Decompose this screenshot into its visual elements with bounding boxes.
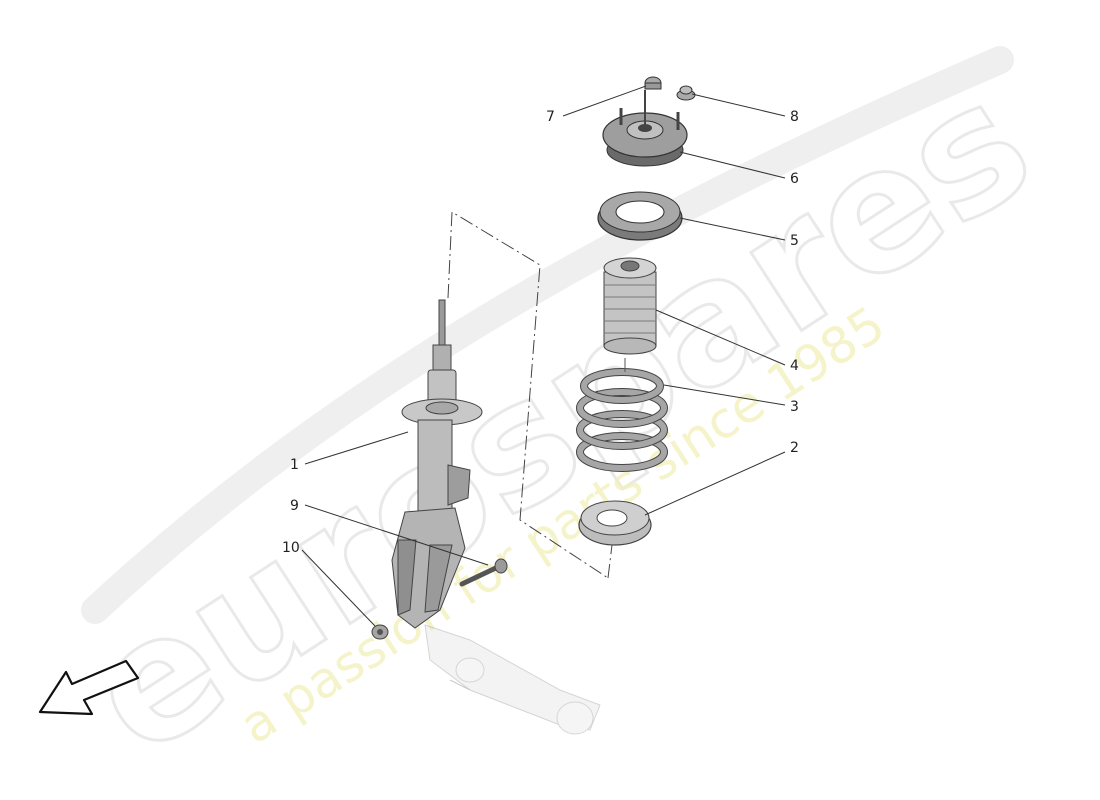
lower-spring-seat — [578, 500, 652, 546]
callout-8: 8 — [790, 109, 799, 125]
watermark-swoosh — [81, 46, 1014, 624]
watermark: eurospares a passion for parts since 198… — [53, 41, 1065, 795]
dust-boot — [603, 257, 657, 355]
nut — [371, 624, 389, 640]
watermark-brand: eurospares — [54, 43, 1063, 794]
top-nut — [644, 76, 662, 90]
flange-nut — [676, 85, 696, 101]
callout-2: 2 — [790, 440, 799, 456]
callout-7: 7 — [546, 109, 555, 125]
callout-4: 4 — [790, 358, 799, 374]
bolt — [459, 558, 508, 587]
callout-3: 3 — [790, 399, 799, 415]
coil-spring — [576, 358, 668, 472]
callout-6: 6 — [790, 171, 799, 187]
top-strut-mount — [602, 90, 688, 167]
leader-lines — [301, 85, 786, 627]
lower-control-arm — [424, 624, 601, 735]
callout-labels: 1 2 3 4 5 6 7 8 9 10 — [282, 109, 799, 556]
shock-absorber-strut — [391, 299, 483, 629]
callout-9: 9 — [290, 498, 299, 514]
callout-1: 1 — [290, 457, 299, 473]
callout-5: 5 — [790, 233, 799, 249]
assembly-lines — [447, 211, 613, 579]
upper-spring-seat — [597, 191, 683, 241]
direction-arrow-icon — [38, 659, 140, 716]
callout-10: 10 — [282, 540, 300, 556]
